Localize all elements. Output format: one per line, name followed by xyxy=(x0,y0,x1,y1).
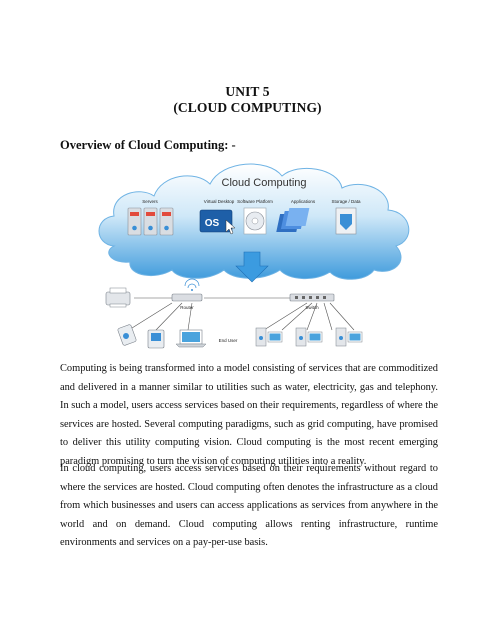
desktop-computer-icon-3 xyxy=(335,327,363,347)
printer-icon xyxy=(105,287,131,308)
virtual-desktop-icon: OS xyxy=(199,209,236,235)
service-label-virtual-desktop: Virtual Desktop xyxy=(204,199,235,204)
cloud-title: Cloud Computing xyxy=(222,177,307,189)
desktop-computer-icon-2 xyxy=(295,327,323,347)
body-paragraph-2: In cloud computing, users access service… xyxy=(60,463,438,549)
cloud-computing-figure: Cloud Computing Servers Virtual Desktop … xyxy=(92,158,422,358)
router-label: Router xyxy=(180,305,194,310)
storage-icon xyxy=(335,207,357,235)
unit-title: UNIT 5 xyxy=(225,84,270,99)
section-heading: Overview of Cloud Computing: - xyxy=(60,138,236,152)
subject-title: (CLOUD COMPUTING) xyxy=(173,100,322,115)
service-label-applications: Applications xyxy=(291,199,316,204)
switch-icon xyxy=(289,293,335,302)
router-icon xyxy=(171,278,203,302)
desktop-computer-icon-1 xyxy=(255,327,283,347)
os-label: OS xyxy=(205,218,220,229)
cloud-diagram: Cloud Computing Servers Virtual Desktop … xyxy=(98,163,410,349)
pda-icon xyxy=(147,329,165,349)
laptop-icon xyxy=(175,329,207,348)
tablet-icon xyxy=(117,324,137,346)
service-label-servers: Servers xyxy=(142,199,158,204)
end-user-label: End User xyxy=(219,338,238,343)
service-label-storage: Storage / Data xyxy=(331,199,361,204)
network-lines xyxy=(131,297,355,331)
switch-label: Switch xyxy=(305,305,319,310)
service-label-software-platform: Software Platform xyxy=(237,199,273,204)
body-paragraph-1: Computing is being transformed into a mo… xyxy=(60,363,438,467)
down-arrow-icon xyxy=(235,251,269,283)
software-platform-icon xyxy=(243,207,267,235)
applications-icon xyxy=(276,208,310,232)
servers-icon xyxy=(127,207,174,236)
